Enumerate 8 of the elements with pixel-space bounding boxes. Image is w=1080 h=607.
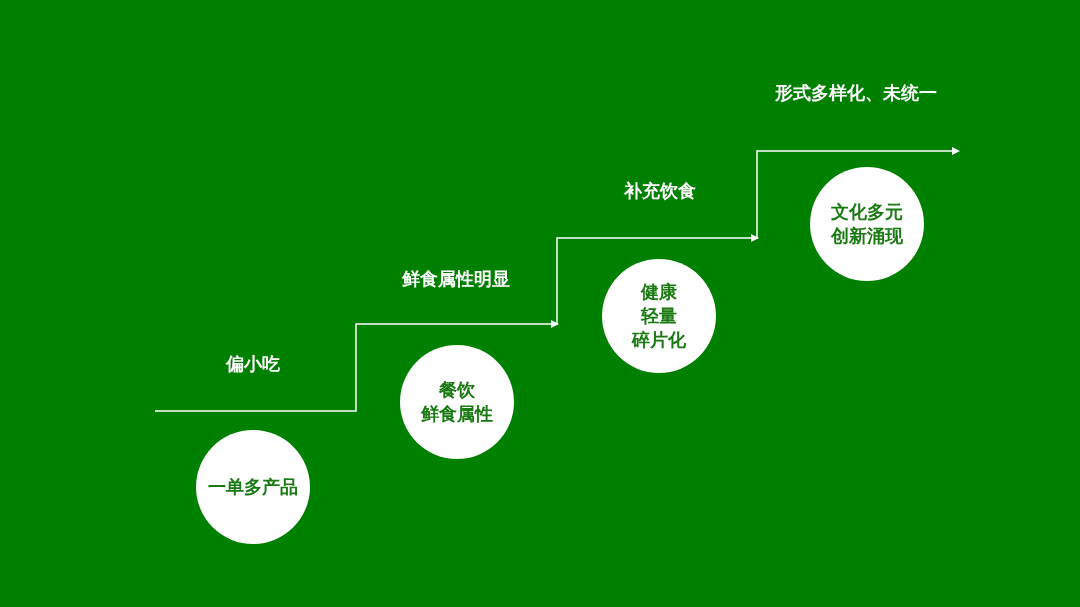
stage-text: 健康轻量碎片化 <box>632 280 686 352</box>
step-label: 形式多样化、未统一 <box>775 81 937 105</box>
stage-text: 一单多产品 <box>208 475 298 499</box>
step-label: 鲜食属性明显 <box>402 267 510 291</box>
stage-text: 文化多元创新涌现 <box>831 200 903 248</box>
step-label: 补充饮食 <box>624 179 696 203</box>
step-label: 偏小吃 <box>226 352 280 376</box>
stage-text: 餐饮鲜食属性 <box>421 378 493 426</box>
